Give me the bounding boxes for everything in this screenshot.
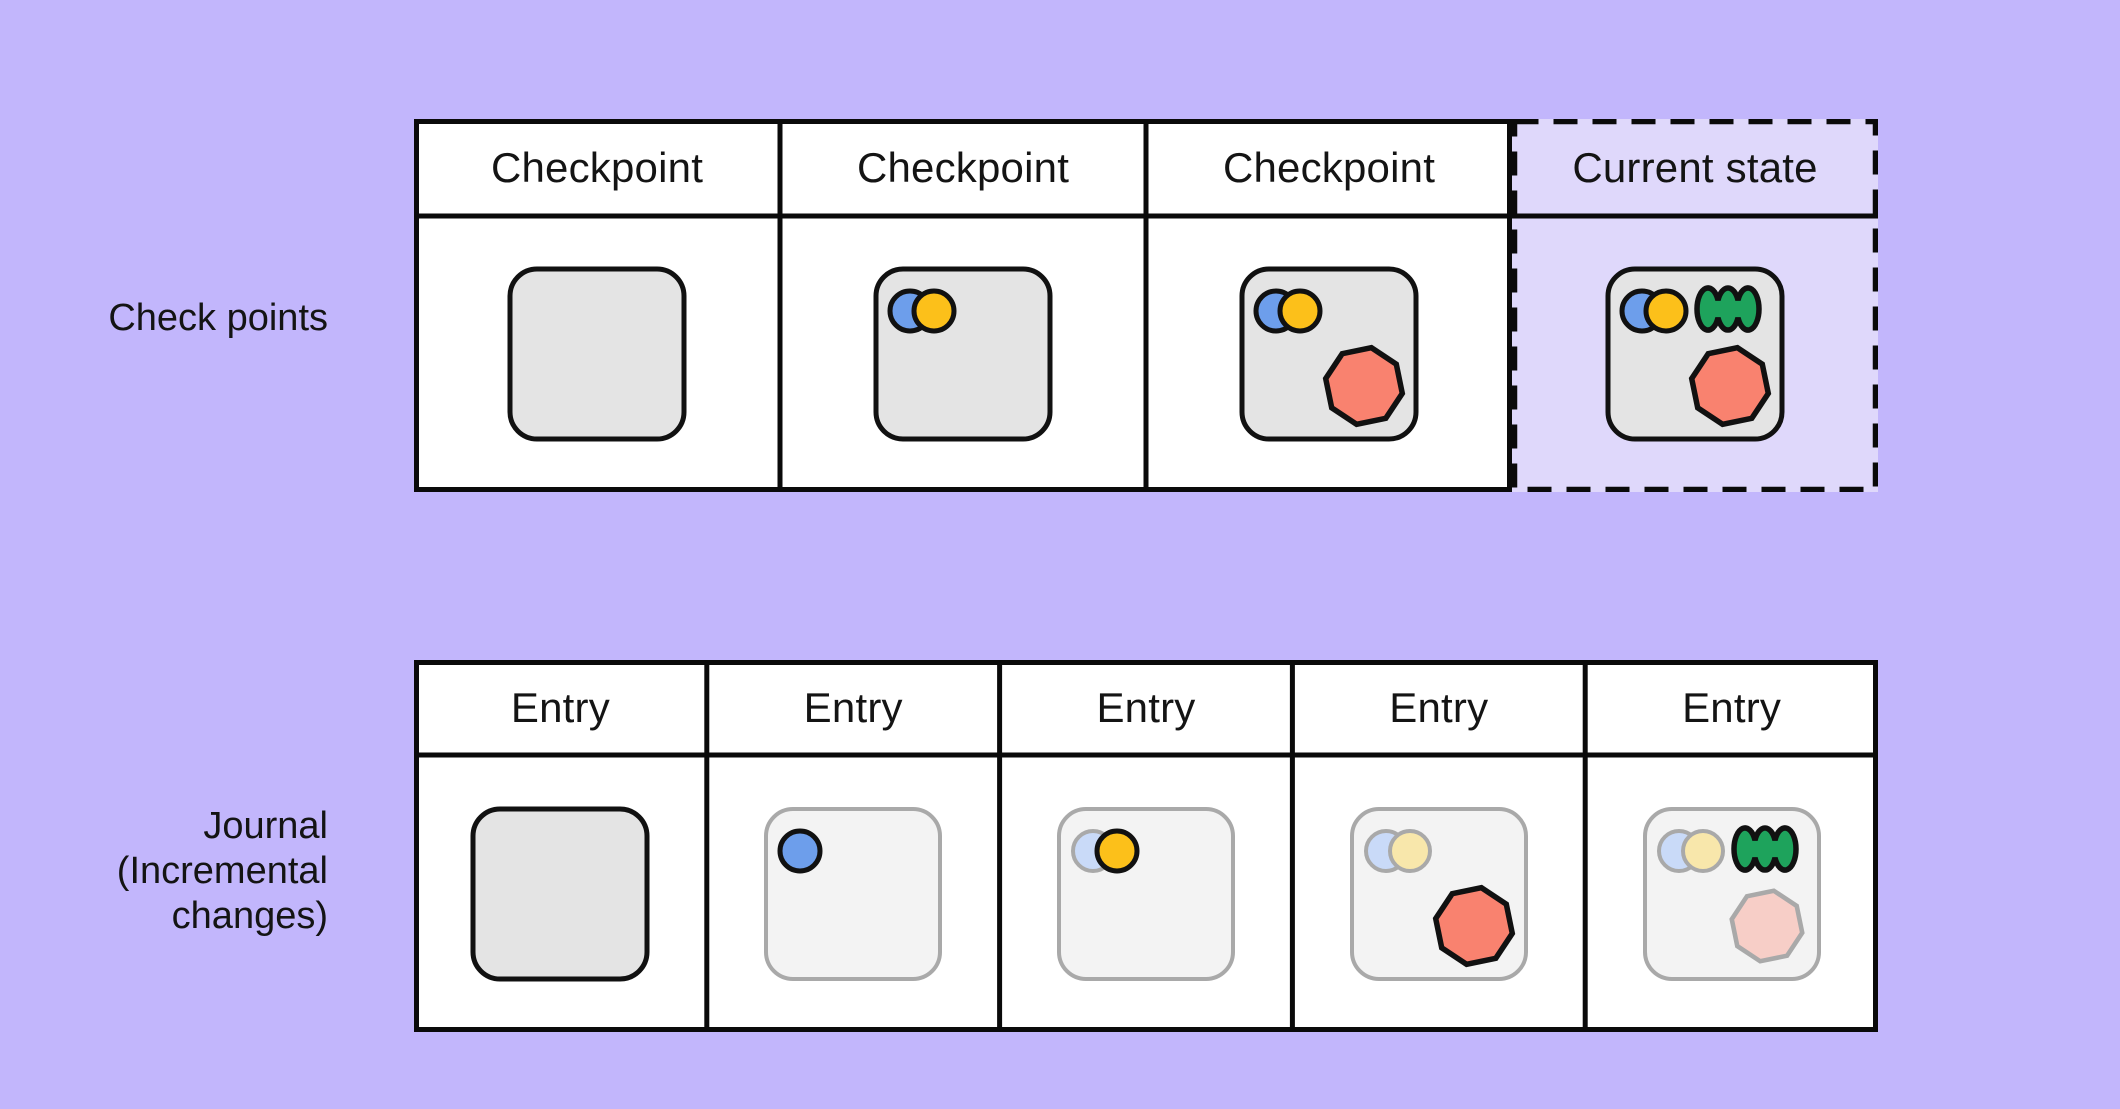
entry-header-4: Entry	[1389, 683, 1489, 731]
yellow-circle-shape	[1094, 828, 1140, 873]
entry-header-5: Entry	[1682, 683, 1782, 731]
entry-art-4	[1349, 806, 1528, 981]
yellow-circle-shape	[1387, 828, 1432, 873]
entry-cell-2	[707, 755, 1000, 1032]
journal-label-line-2: (Incremental	[116, 850, 328, 892]
journal-label-line-3: changes)	[171, 895, 328, 937]
checkpoints-row-label: Check points	[108, 297, 328, 339]
checkpoint-table: Checkpoint Checkpoint Checkpoint Current…	[414, 119, 1878, 492]
square-shape	[470, 806, 650, 981]
journal-row-label: Journal (Incremental changes)	[117, 804, 328, 939]
entry-header-1: Entry	[510, 683, 610, 731]
red-octagon-shape	[1728, 887, 1805, 964]
journal-header-row: Entry Entry Entry Entry Entry	[414, 660, 1878, 755]
yellow-circle-shape	[1680, 828, 1725, 873]
checkpoint-state-art-2	[873, 266, 1053, 442]
journal-cells-row	[414, 755, 1878, 1032]
yellow-circle-shape	[1277, 288, 1323, 334]
entry-art-1	[470, 806, 650, 981]
checkpoint-state-art-1	[507, 266, 687, 442]
current-state-dashed-outline	[1511, 119, 1878, 492]
square-shape	[507, 266, 687, 442]
checkpoint-state-art-3	[1239, 266, 1419, 442]
current-state-cell	[1512, 216, 1878, 492]
current-state-header: Current state	[1572, 143, 1818, 191]
entry-header-2: Entry	[803, 683, 903, 731]
checkpoint-cells-row	[414, 216, 1878, 492]
entry-cell-1	[414, 755, 707, 1032]
entry-cell-4	[1292, 755, 1585, 1032]
checkpoint-header-2: Checkpoint	[856, 143, 1070, 191]
green-blob-shape	[1730, 824, 1799, 873]
checkpoint-cell-1	[414, 216, 780, 492]
entry-cell-3	[1000, 755, 1293, 1032]
checkpoint-cell-3	[1146, 216, 1512, 492]
red-octagon-shape	[1322, 344, 1406, 428]
entry-cell-5	[1585, 755, 1878, 1032]
entry-header-3: Entry	[1096, 683, 1196, 731]
checkpoint-table-outline	[414, 119, 1512, 492]
yellow-circle-shape	[1643, 288, 1689, 334]
current-state-art	[1605, 266, 1785, 442]
checkpoint-header-3: Checkpoint	[1222, 143, 1436, 191]
journal-table-outline	[414, 660, 1878, 1032]
checkpoint-cell-2	[780, 216, 1146, 492]
red-octagon-shape	[1432, 884, 1516, 967]
checkpoint-header-row: Checkpoint Checkpoint Checkpoint Current…	[414, 119, 1878, 216]
journal-label-line-1: Journal	[203, 805, 328, 847]
entry-art-5	[1642, 806, 1821, 981]
journal-table: Entry Entry Entry Entry Entry	[414, 660, 1878, 1032]
entry-art-3	[1056, 806, 1235, 981]
blue-circle-shape	[777, 828, 823, 873]
checkpoint-header-1: Checkpoint	[490, 143, 704, 191]
green-blob-shape	[1694, 285, 1762, 333]
entry-art-2	[764, 806, 943, 981]
red-octagon-shape	[1688, 344, 1772, 428]
yellow-circle-shape	[911, 288, 957, 334]
